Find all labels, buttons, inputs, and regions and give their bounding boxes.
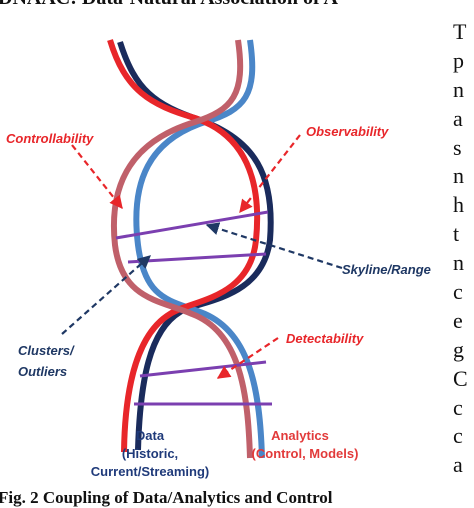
clusters-outliers-arrow (61, 255, 151, 335)
helix-strand-navy (117, 41, 274, 451)
body-letter: n (453, 76, 464, 102)
helix-strand-blue (133, 39, 265, 459)
detectability-arrow (216, 337, 279, 379)
observability-arrow (239, 134, 301, 214)
body-letter: h (453, 192, 464, 218)
helix-rung (127, 252, 267, 264)
body-letter: g (453, 336, 464, 362)
body-letter: T (453, 19, 467, 44)
data-subtitle-1: (Historic, (122, 446, 178, 461)
body-letter: c (453, 279, 463, 305)
body-letter: s (453, 134, 462, 160)
data-subtitle-2: Current/Streaming) (91, 464, 209, 479)
analytics-subtitle: (Control, Models) (252, 446, 359, 461)
body-letter: C (453, 365, 468, 391)
controllability-label: Controllability (6, 131, 94, 146)
body-letter: a (453, 452, 463, 478)
body-letter: t (453, 221, 460, 247)
figure-caption: Fig. 2 Coupling of Data/Analytics and Co… (0, 488, 333, 507)
outliers-label: Outliers (18, 364, 67, 379)
body-letter: a (453, 105, 463, 131)
detectability-label: Detectability (286, 331, 364, 346)
body-letter: n (453, 250, 464, 276)
helix-strand-red (107, 39, 261, 453)
data-label: Data (136, 428, 165, 443)
helix-rung (115, 210, 269, 240)
page-title: DNAAC: Data-Natural Association of A (0, 0, 338, 10)
clusters-label: Clusters/ (18, 343, 75, 358)
body-letter: c (453, 423, 463, 449)
controllability-arrow (71, 144, 123, 210)
body-letter: e (453, 307, 463, 333)
body-letter: c (453, 394, 463, 420)
body-letter: p (453, 47, 464, 73)
skyline-range-arrow (205, 222, 343, 270)
body-letter: n (453, 163, 464, 189)
helix-rung (139, 360, 267, 378)
body-text-column: T p n a s n h t n c e g C c c a (453, 18, 474, 480)
skyline-range-label: Skyline/Range (342, 262, 431, 277)
observability-label: Observability (306, 124, 389, 139)
analytics-label: Analytics (271, 428, 329, 443)
helix-strand-pink (111, 39, 253, 459)
